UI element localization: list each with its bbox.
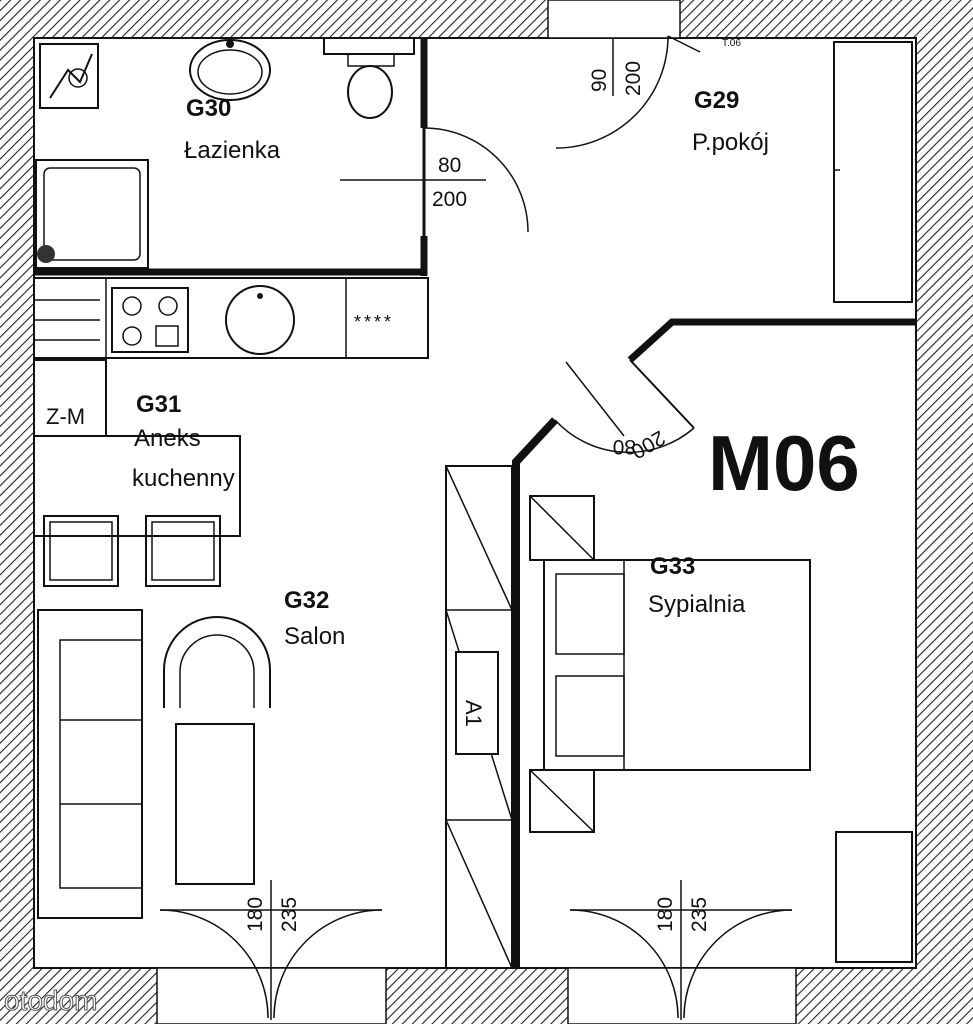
dining-table <box>33 435 241 587</box>
living-balcony-door[interactable]: 180 235 <box>156 880 387 1024</box>
bedroom-door-width-balcony: 180 <box>654 897 677 932</box>
watermark-logo: otodom <box>4 985 97 1016</box>
interior-walls <box>34 38 916 968</box>
unit-label: M06 <box>708 419 860 507</box>
entry-door-width: 90 <box>588 69 611 92</box>
kitchen-name-line2: kuchenny <box>132 465 235 492</box>
living-door-height: 235 <box>278 897 301 932</box>
bathroom-code: G30 <box>186 95 231 122</box>
sink-icon <box>189 39 271 101</box>
bathroom-door[interactable]: 80 200 <box>340 127 529 236</box>
hall-wardrobe <box>833 41 913 303</box>
bathroom-door-width: 80 <box>438 154 461 177</box>
chair-left <box>43 515 119 587</box>
bed-icon <box>543 559 811 771</box>
armchair-icon <box>163 616 271 708</box>
kitchen-code: G31 <box>136 391 181 418</box>
living-room: G32 Salon <box>37 587 345 919</box>
bedroom-door-height-balcony: 235 <box>688 897 711 932</box>
bedroom-name: Sypialnia <box>648 591 746 618</box>
wardrobe-label: A1 <box>461 700 486 727</box>
bedroom-code: G33 <box>650 553 695 580</box>
living-door-width: 180 <box>244 897 267 932</box>
living-code: G32 <box>284 587 329 614</box>
bathroom-room: G30 Łazienka <box>35 37 415 269</box>
kitchen-room: **** Z-M G31 Aneks kuchenny <box>33 277 429 492</box>
bedroom-room: G33 Sypialnia <box>529 495 913 963</box>
bathtub-icon <box>35 159 149 269</box>
nightstand-bottom <box>529 769 595 833</box>
kitchen-sink-icon <box>225 285 295 355</box>
kitchen-name-line1: Aneks <box>134 425 201 452</box>
living-name: Salon <box>284 623 345 650</box>
bedroom-balcony-door[interactable]: 180 235 <box>567 880 797 1024</box>
bathroom-door-height: 200 <box>432 188 467 211</box>
hall-room: G29 P.pokój <box>692 41 913 303</box>
coffee-table <box>175 723 255 885</box>
hall-name: P.pokój <box>692 129 769 156</box>
hob-label: **** <box>354 312 394 332</box>
bedroom-cabinet <box>835 831 913 963</box>
bedroom-door-width: 80 <box>613 435 636 458</box>
bathroom-name: Łazienka <box>184 137 281 164</box>
chair-right <box>145 515 221 587</box>
sofa-icon <box>37 609 143 919</box>
meter-label: Z-M <box>46 404 85 429</box>
hall-code: G29 <box>694 87 739 114</box>
entry-door[interactable]: 90 200 T.06 <box>547 0 741 149</box>
electrical-panel-icon <box>39 43 99 109</box>
toilet-icon <box>323 37 415 119</box>
wardrobe-icon: A1 <box>445 465 513 969</box>
cooktop-icon <box>111 287 189 353</box>
entry-door-tag: T.06 <box>722 38 741 49</box>
kitchen-counter <box>33 277 429 359</box>
entry-door-height: 200 <box>622 61 645 96</box>
